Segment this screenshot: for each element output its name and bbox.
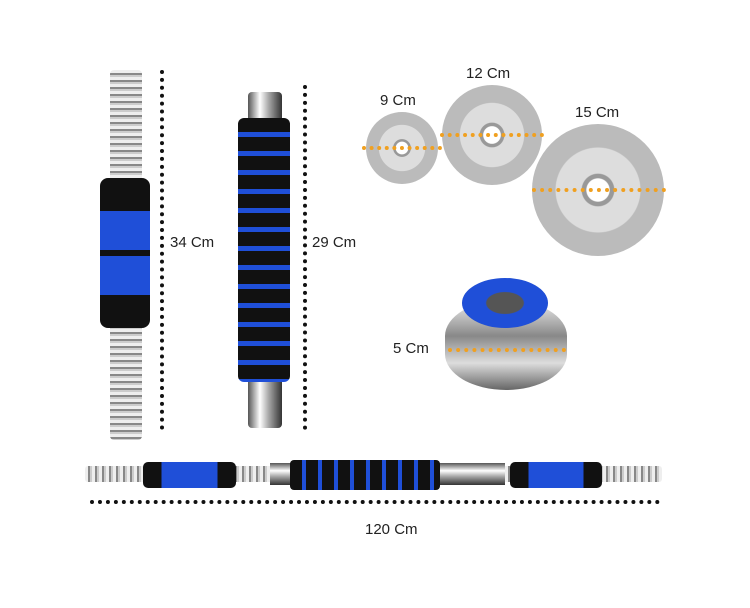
label-connector-length: 29 Cm (312, 234, 357, 251)
assembled-grip-left (143, 462, 236, 488)
connector-foam-grip (238, 118, 290, 382)
label-plate-medium: 12 Cm (466, 65, 511, 82)
handle-grip (100, 178, 150, 328)
measure-line-large (532, 188, 666, 192)
label-collar: 5 Cm (393, 340, 429, 357)
assembled-foam (290, 460, 440, 490)
label-plate-large: 15 Cm (575, 104, 620, 121)
measure-line-medium (440, 133, 544, 137)
measure-line-collar (448, 348, 566, 352)
measure-line-connector (303, 85, 307, 430)
collar-ring (462, 278, 548, 328)
measure-line-handle (160, 70, 164, 430)
measure-line-small (362, 146, 442, 150)
label-plate-small: 9 Cm (380, 92, 416, 109)
assembled-grip-right (510, 462, 602, 488)
measure-line-total (90, 500, 660, 504)
label-total-length: 120 Cm (365, 521, 418, 538)
label-handle-length: 34 Cm (170, 234, 215, 251)
